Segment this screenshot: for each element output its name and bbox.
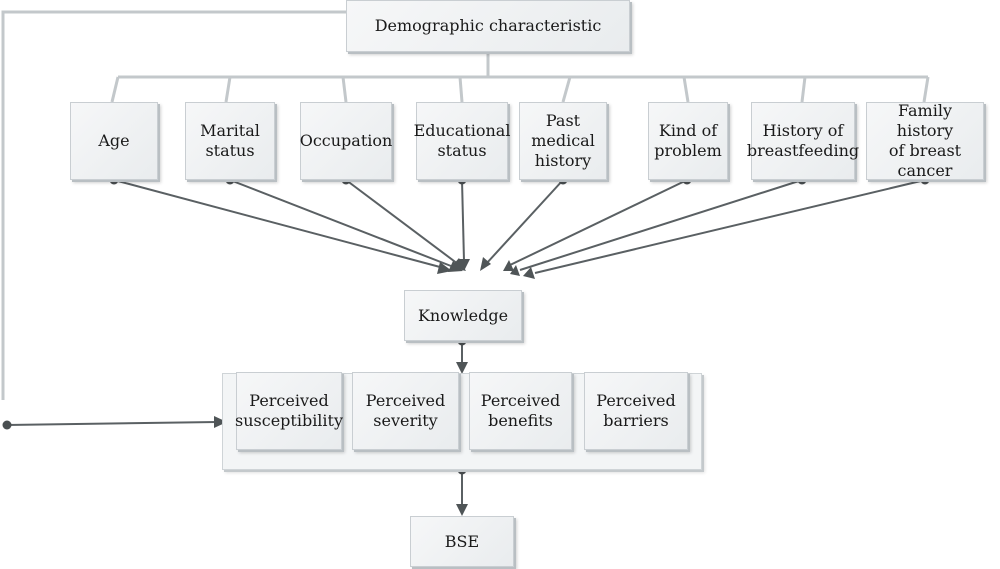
knowledge-box: Knowledge [404,290,522,341]
factor-box-occupation: Occupation [300,102,392,180]
perceived-box-benefits: Perceived benefits [469,372,572,450]
factor-label-history-of-breastfeeding: History of breastfeeding [746,121,860,160]
perceived-label-severity: Perceived severity [365,391,446,430]
factor-label-kind-of-problem: Kind of problem [654,121,722,160]
arrowheads [214,257,535,516]
factor-label-past-medical-history: Past medical history [531,111,595,170]
factor-box-educational-status: Educational status [413,102,511,180]
feedback-loop [1,10,346,400]
perceived-box-susceptibility: Perceived susceptibility [235,372,344,450]
perceived-label-benefits: Perceived benefits [480,391,561,430]
factor-label-marital-status: Marital status [200,121,260,160]
demographic-characteristic-label: Demographic characteristic [374,16,602,35]
factor-box-marital-status: Marital status [185,102,275,180]
demographic-characteristic-box: Demographic characteristic [346,0,630,52]
perceived-label-barriers: Perceived barriers [596,391,676,430]
factor-box-past-medical-history: Past medical history [519,102,607,180]
factor-box-kind-of-problem: Kind of problem [648,102,728,180]
perceived-box-barriers: Perceived barriers [584,372,688,450]
knowledge-label: Knowledge [417,305,509,325]
bse-box: BSE [410,516,514,567]
tree-connectors [110,52,930,103]
perceived-label-susceptibility: Perceived susceptibility [235,391,344,430]
factor-box-age: Age [70,102,158,180]
factor-label-educational-status: Educational status [413,121,511,160]
factor-label-age: Age [98,131,130,150]
perceived-box-severity: Perceived severity [352,372,459,450]
factor-box-history-of-breastfeeding: History of breastfeeding [747,102,859,180]
factor-label-occupation: Occupation [299,131,393,150]
bse-label: BSE [444,531,480,551]
factor-box-family-history: Family history of breast cancer [866,101,984,180]
factor-label-family-history: Family history of breast cancer [888,101,962,180]
